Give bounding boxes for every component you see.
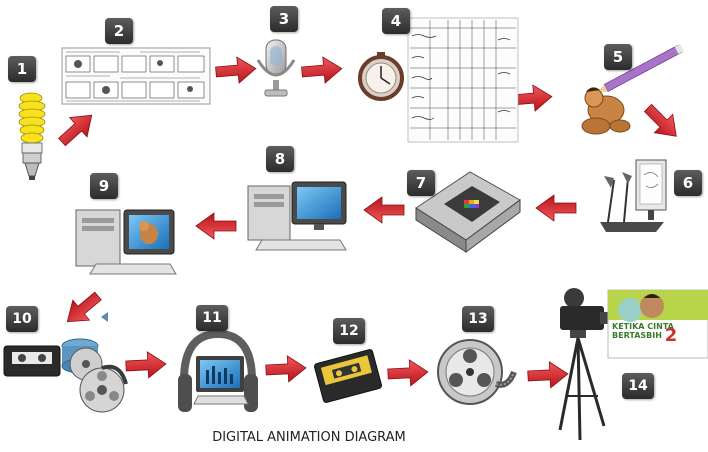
exposure-sheet-icon <box>407 17 519 143</box>
arrow-9-to-10 <box>58 285 107 333</box>
step-badge-14: 14 <box>622 373 654 399</box>
step-badge-5: 5 <box>604 44 632 70</box>
poster-title-line1: KETIKA CINTA <box>612 322 674 331</box>
computer-icon <box>247 181 347 251</box>
arrow-3-to-4 <box>300 55 344 86</box>
step-badge-6: 6 <box>674 170 702 196</box>
cassette-tape-icon <box>314 349 382 403</box>
diagram-caption: DIGITAL ANIMATION DIAGRAM <box>212 430 406 445</box>
stopwatch-icon <box>358 52 404 101</box>
arrow-11-to-12 <box>264 354 308 384</box>
poster-title-number: 2 <box>664 325 678 346</box>
poster-title: KETIKA CINTA BERTASBIH 2 <box>612 322 704 345</box>
step-badge-10: 10 <box>6 306 38 332</box>
computer-animation-icon <box>75 209 177 275</box>
step-badge-9: 9 <box>90 173 118 199</box>
step-badge-1: 1 <box>8 56 36 82</box>
arrow-1-to-2 <box>52 105 101 153</box>
step-badge-12: 12 <box>333 318 365 344</box>
storyboard-icon <box>61 47 211 105</box>
light-bulb-icon <box>18 92 46 180</box>
small-triangle-marker <box>101 312 108 322</box>
movie-camera-icon <box>558 288 610 441</box>
microphone-icon <box>256 39 296 97</box>
arrow-10-to-11 <box>124 350 168 380</box>
headphones-computer-icon <box>178 329 258 412</box>
pencil-drawing-icon <box>581 44 684 135</box>
step-badge-8: 8 <box>266 146 294 172</box>
arrow-6-to-7 <box>535 194 577 222</box>
film-reel-icon <box>437 339 517 405</box>
arrow-8-to-9 <box>195 212 237 240</box>
step-badge-13: 13 <box>462 306 494 332</box>
tapes-and-reels-icon <box>3 338 128 413</box>
arrow-7-to-8 <box>363 196 405 224</box>
animation-desk-icon <box>600 159 667 232</box>
poster-title-line2: BERTASBIH <box>612 331 662 340</box>
arrow-13-to-14 <box>526 360 570 390</box>
arrow-5-to-6 <box>638 98 686 146</box>
step-badge-3: 3 <box>270 6 298 32</box>
arrow-12-to-13 <box>386 358 430 388</box>
arrow-2-to-3 <box>214 55 258 86</box>
step-badge-7: 7 <box>407 170 435 196</box>
step-badge-2: 2 <box>105 18 133 44</box>
step-badge-11: 11 <box>196 305 228 331</box>
step-badge-4: 4 <box>382 8 410 34</box>
movie-poster <box>607 289 708 359</box>
scanner-icon <box>415 171 521 253</box>
